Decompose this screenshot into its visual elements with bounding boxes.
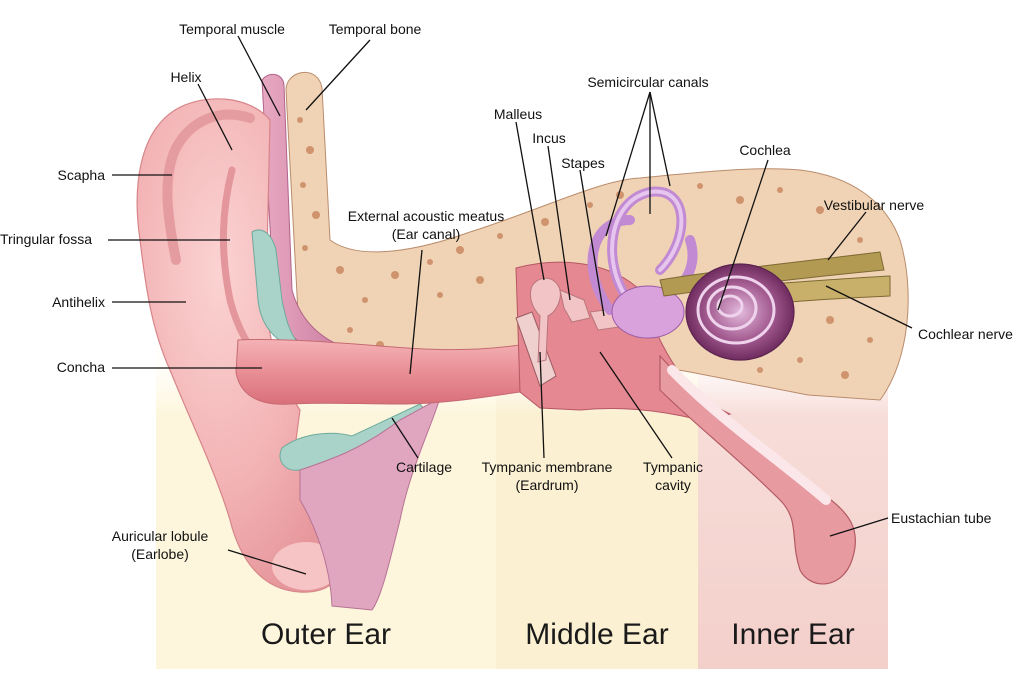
lower-muscle <box>299 396 441 611</box>
label-earlobe: (Earlobe) <box>131 546 189 562</box>
label-concha: Concha <box>56 359 105 375</box>
label-cochlea: Cochlea <box>739 142 791 158</box>
label-cochlear-nerve: Cochlear nerve <box>918 326 1013 342</box>
leader-lines <box>108 35 913 575</box>
label-tympanic-membrane: Tympanic membrane <box>481 459 613 475</box>
label-tringular-fossa: Tringular fossa <box>0 231 93 247</box>
label-helix: Helix <box>170 69 202 85</box>
label-temporal-muscle: Temporal muscle <box>179 21 285 37</box>
label-stapes: Stapes <box>561 155 605 171</box>
label-cavity: cavity <box>655 477 691 493</box>
cartilage-upper <box>251 229 302 347</box>
helix-rim <box>162 109 255 265</box>
label-incus: Incus <box>532 130 566 146</box>
eustachian-lumen <box>667 365 831 505</box>
bone-spots <box>297 117 884 388</box>
label-eardrum: (Eardrum) <box>515 477 579 493</box>
label-scapha: Scapha <box>57 167 105 183</box>
eardrum <box>515 311 557 387</box>
label-ear-canal: (Ear canal) <box>391 226 461 242</box>
label-external-acoustic-meatus: External acoustic meatus <box>347 208 505 224</box>
label-antihelix: Antihelix <box>52 294 105 310</box>
section-middle-ear: Middle Ear <box>525 618 669 651</box>
label-auricular-lobule: Auricular lobule <box>111 528 209 544</box>
section-outer-ear: Outer Ear <box>260 618 392 651</box>
label-malleus: Malleus <box>493 106 543 122</box>
section-inner-ear: Inner Ear <box>731 618 855 651</box>
cochlea-spiral <box>696 275 776 345</box>
label-temporal-bone: Temporal bone <box>328 21 422 37</box>
label-semicircular-canals: Semicircular canals <box>587 74 709 90</box>
vestibule <box>611 285 685 339</box>
label-tympanic: Tympanic <box>643 459 703 475</box>
incus-bone <box>559 289 591 323</box>
malleus-bone <box>529 277 561 363</box>
label-cartilage: Cartilage <box>395 459 453 475</box>
label-vestibular-nerve: Vestibular nerve <box>823 197 925 213</box>
label-eustachian-tube: Eustachian tube <box>891 510 992 526</box>
ear-canal <box>235 338 521 405</box>
